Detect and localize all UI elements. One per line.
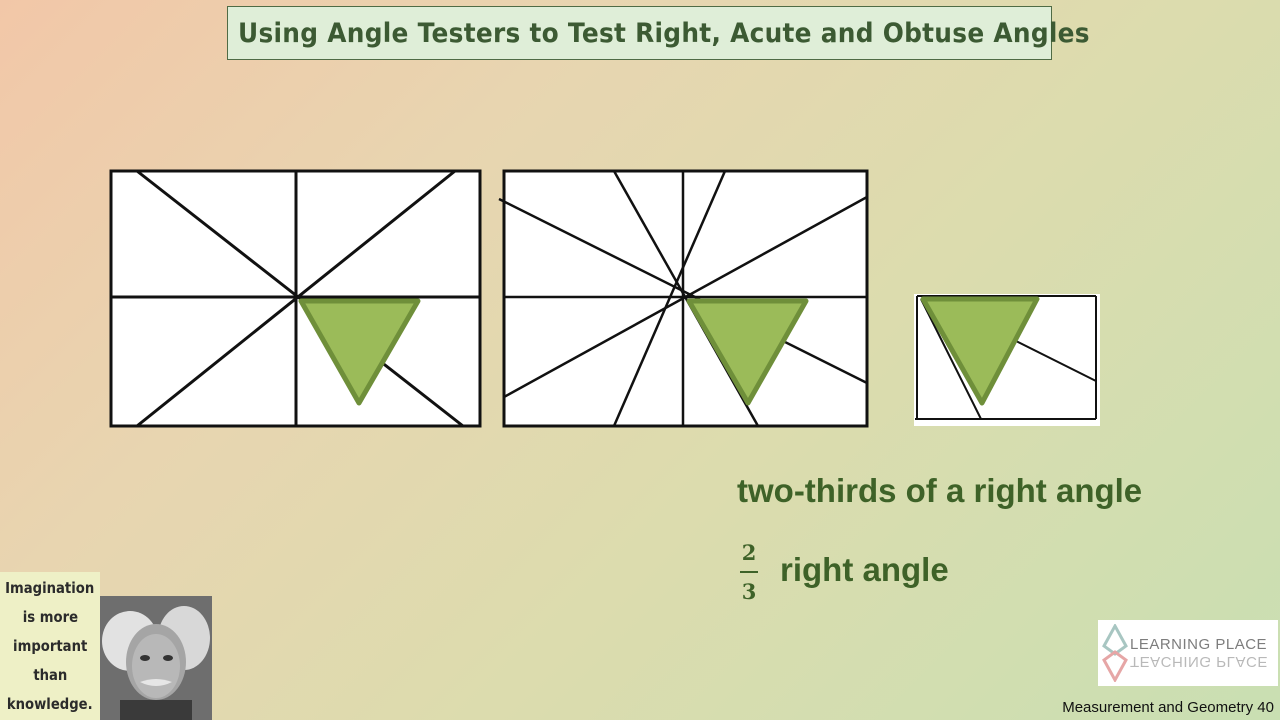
learning-place-logo: LEARNING PLACE TEACHING PLACE xyxy=(1098,620,1278,686)
slide-title: Using Angle Testers to Test Right, Acute… xyxy=(238,17,1090,49)
footer-label: Measurement and Geometry 40 xyxy=(1062,699,1274,716)
diamond-logo-icon xyxy=(1102,624,1128,682)
fraction-denominator: 3 xyxy=(741,579,757,604)
green-angle-tester xyxy=(686,298,809,406)
caption-two-thirds-right-angle: two-thirds of a right angle xyxy=(737,472,1143,509)
quote-line: Imagination xyxy=(5,578,95,597)
fraction-numerator: 2 xyxy=(741,540,757,565)
fraction-bar xyxy=(740,571,758,573)
angle-tester-diagram-eighths xyxy=(109,169,482,428)
title-box: Using Angle Testers to Test Right, Acute… xyxy=(227,6,1090,60)
fraction-two-thirds: 2 3 xyxy=(738,540,760,604)
quote-line: important xyxy=(12,636,88,655)
einstein-quote-card: Imagination is more important than knowl… xyxy=(0,572,100,720)
caption-fraction-right-angle: right angle xyxy=(780,551,949,588)
logo-text: LEARNING PLACE xyxy=(1130,636,1268,653)
einstein-portrait xyxy=(100,596,212,720)
green-angle-tester xyxy=(920,296,1040,406)
green-angle-tester xyxy=(298,298,421,406)
angle-tester-diagram-twelfths xyxy=(498,169,869,428)
angle-tester-diagram-two-thirds xyxy=(914,294,1100,426)
quote-line: knowledge. xyxy=(7,694,93,713)
logo-mirrored-text: TEACHING PLACE xyxy=(1130,653,1268,670)
quote-line: than xyxy=(32,665,68,684)
quote-line: is more xyxy=(22,607,78,626)
